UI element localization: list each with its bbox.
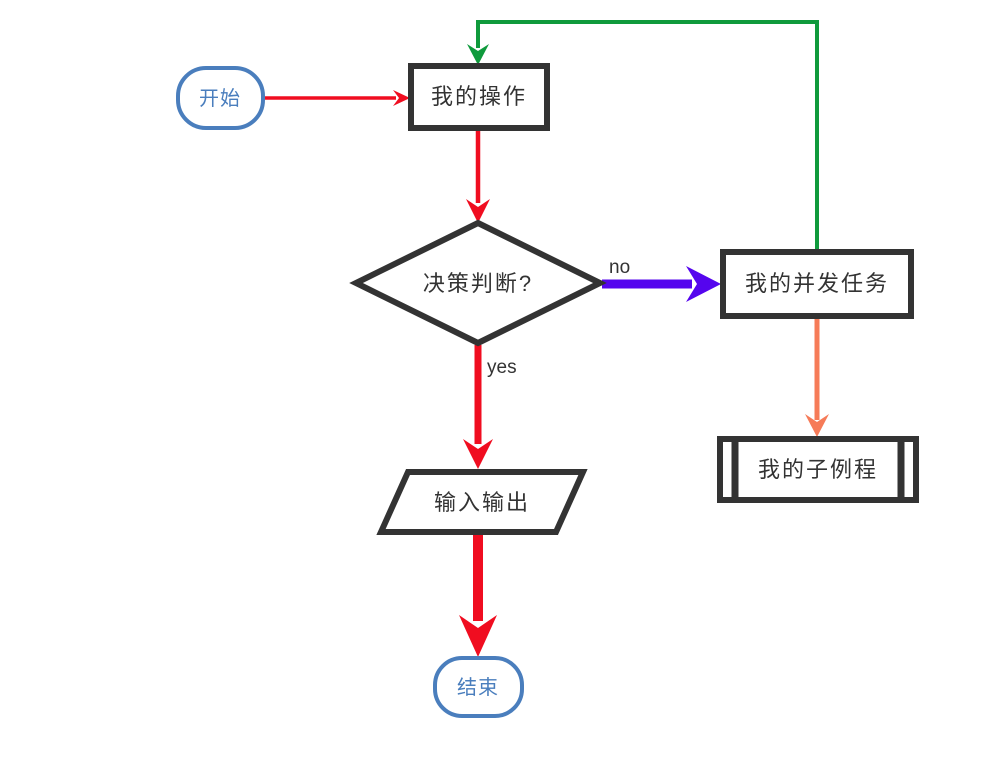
edge-io-to-end <box>459 532 497 657</box>
node-operation: 我的操作 <box>408 63 550 131</box>
concurrent-shape <box>720 249 914 319</box>
decision-shape <box>349 219 607 347</box>
edge-label-yes: yes <box>487 357 517 378</box>
node-subroutine: 我的子例程 <box>717 436 919 503</box>
edge-label-no: no <box>609 257 630 278</box>
arrowhead-icon <box>805 414 829 437</box>
arrowhead-icon <box>463 439 493 469</box>
start-shape <box>176 66 265 130</box>
edge-concurrent-to-subroutine <box>805 318 829 437</box>
edge-decision-to-io: yes <box>463 345 517 469</box>
node-start: 开始 <box>176 66 265 130</box>
operation-shape <box>408 63 550 131</box>
edge-operation-to-decision <box>466 130 490 223</box>
edge-line <box>476 20 819 250</box>
node-decision: 决策判断? <box>349 219 607 347</box>
start-label: 开始 <box>199 87 241 110</box>
node-io: 输入输出 <box>376 469 588 535</box>
node-end: 结束 <box>433 656 524 718</box>
arrowhead-icon <box>466 199 490 223</box>
arrowhead-icon <box>467 44 489 65</box>
node-concurrent: 我的并发任务 <box>720 249 914 319</box>
concurrent-label: 我的并发任务 <box>745 271 889 296</box>
io-label: 输入输出 <box>434 490 530 515</box>
subroutine-shape <box>717 436 919 503</box>
edge-concurrent-to-operation <box>467 20 819 250</box>
edge-decision-to-concurrent: no <box>602 257 721 302</box>
arrowhead-icon <box>459 615 497 657</box>
end-shape <box>433 656 524 718</box>
subroutine-label: 我的子例程 <box>758 457 878 482</box>
end-label: 结束 <box>457 676 499 699</box>
arrowhead-icon <box>686 266 721 302</box>
operation-label: 我的操作 <box>431 84 527 109</box>
decision-label: 决策判断? <box>423 271 533 296</box>
arrowhead-icon <box>393 90 410 106</box>
edge-start-to-operation <box>264 90 410 106</box>
io-shape <box>376 469 588 535</box>
